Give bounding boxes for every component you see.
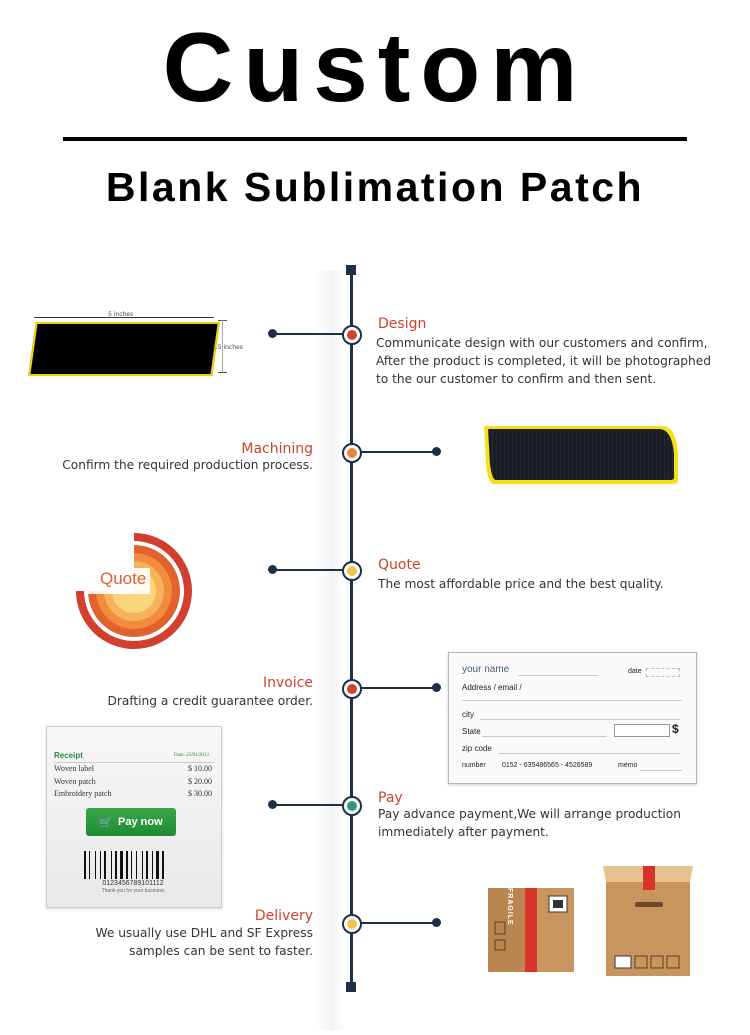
cheque-address-line xyxy=(462,700,682,701)
quote-connector xyxy=(273,569,343,571)
pay-now-button[interactable]: 🛒 Pay now xyxy=(86,808,176,836)
receipt-thanks: Thank you for your business xyxy=(101,888,165,894)
patch-template-image xyxy=(28,322,220,376)
height-dimension-label: 1.5 inches xyxy=(212,344,243,351)
cheque-name-line xyxy=(518,675,598,676)
step-desc-design: Communicate design with our customers an… xyxy=(376,336,711,386)
node-dot xyxy=(347,448,357,458)
width-dimension-line xyxy=(34,317,214,318)
timeline-node-machining xyxy=(342,443,362,463)
fragile-label: FRAGILE xyxy=(506,888,513,926)
cheque-number-label: number xyxy=(462,762,486,769)
cheque-date-boxes xyxy=(646,668,680,677)
page-subtitle: Blank Sublimation Patch xyxy=(105,164,645,210)
cheque-memo-line xyxy=(640,770,682,771)
timeline-node-pay xyxy=(342,796,362,816)
design-connector xyxy=(273,333,343,335)
cheque-city-line xyxy=(480,719,680,720)
barcode-icon xyxy=(84,851,164,879)
cheque-state-line xyxy=(482,736,607,737)
step-desc-delivery: We usually use DHL and SF Express sample… xyxy=(95,926,313,958)
cheque-amount-box xyxy=(614,724,670,737)
shipping-boxes-image xyxy=(488,866,693,976)
node-dot xyxy=(347,684,357,694)
design-connector-dot xyxy=(268,329,277,338)
sewn-patch-image xyxy=(484,426,678,484)
cheque-number: 0152 - 635486565 - 4526589 xyxy=(502,762,593,769)
receipt-item-price: $ 20.00 xyxy=(188,777,212,786)
cheque-name: your name xyxy=(462,664,510,675)
cheque-address: Address / email / xyxy=(462,683,522,692)
step-title-pay: Pay xyxy=(378,790,403,806)
receipt-date: Date: 25/01/2013 xyxy=(174,753,209,758)
cheque-zip-line xyxy=(498,753,680,754)
width-dimension-label: 5 inches xyxy=(108,311,134,318)
timeline-shadow xyxy=(316,270,344,1030)
timeline-node-quote xyxy=(342,561,362,581)
timeline-node-delivery xyxy=(342,914,362,934)
page-title: Custom xyxy=(162,12,588,122)
node-dot xyxy=(347,919,357,929)
delivery-connector xyxy=(358,922,438,924)
step-desc-invoice: Drafting a credit guarantee order. xyxy=(107,694,313,708)
step-desc-machining: Confirm the required production process. xyxy=(62,458,313,472)
receipt-divider xyxy=(54,762,214,763)
height-dimension-line xyxy=(222,320,223,372)
delivery-connector-dot xyxy=(432,918,441,927)
receipt-item-name: Woven patch xyxy=(54,777,96,786)
node-dot xyxy=(347,801,357,811)
cart-icon: 🛒 xyxy=(99,816,114,829)
pay-connector-dot xyxy=(268,800,277,809)
pay-now-label: Pay now xyxy=(118,816,163,828)
quote-rings-image xyxy=(64,530,192,649)
timeline-node-invoice xyxy=(342,679,362,699)
step-desc-quote: The most affordable price and the best q… xyxy=(378,577,664,591)
cheque-date: date xyxy=(628,668,642,675)
receipt-item-price: $ 30.00 xyxy=(188,789,212,798)
cheque-memo: memo xyxy=(618,762,638,769)
receipt-item-name: Embroidery patch xyxy=(54,789,112,798)
receipt-item-name: Woven label xyxy=(54,764,95,773)
invoice-connector xyxy=(358,687,438,689)
step-title-invoice: Invoice xyxy=(262,675,313,691)
pay-connector xyxy=(273,804,343,806)
machining-connector-dot xyxy=(432,447,441,456)
step-title-quote: Quote xyxy=(378,557,421,573)
receipt-item-price: $ 10.00 xyxy=(188,764,212,773)
node-dot xyxy=(347,566,357,576)
timeline-top-cap xyxy=(346,265,356,275)
cheque-city: city xyxy=(462,710,474,719)
node-dot xyxy=(347,330,357,340)
timeline-bottom-cap xyxy=(346,982,356,992)
step-title-design: Design xyxy=(378,316,427,332)
height-tick-bottom xyxy=(218,372,227,373)
receipt-barcode-number: 0123456789101112 xyxy=(102,880,164,887)
step-title-delivery: Delivery xyxy=(254,908,313,924)
cheque-image xyxy=(448,652,697,784)
timeline-node-design xyxy=(342,325,362,345)
cheque-state: State xyxy=(462,727,481,736)
cheque-zip: zip code xyxy=(462,744,492,753)
quote-connector-dot xyxy=(268,565,277,574)
title-divider xyxy=(63,137,687,141)
receipt-title: Receipt xyxy=(54,751,83,760)
timeline-spine xyxy=(350,270,353,986)
quote-label: Quote xyxy=(100,569,147,588)
cheque-currency: $ xyxy=(672,722,679,736)
invoice-connector-dot xyxy=(432,683,441,692)
step-desc-pay: Pay advance payment,We will arrange prod… xyxy=(378,807,681,839)
step-title-machining: Machining xyxy=(241,441,313,457)
machining-connector xyxy=(358,451,438,453)
